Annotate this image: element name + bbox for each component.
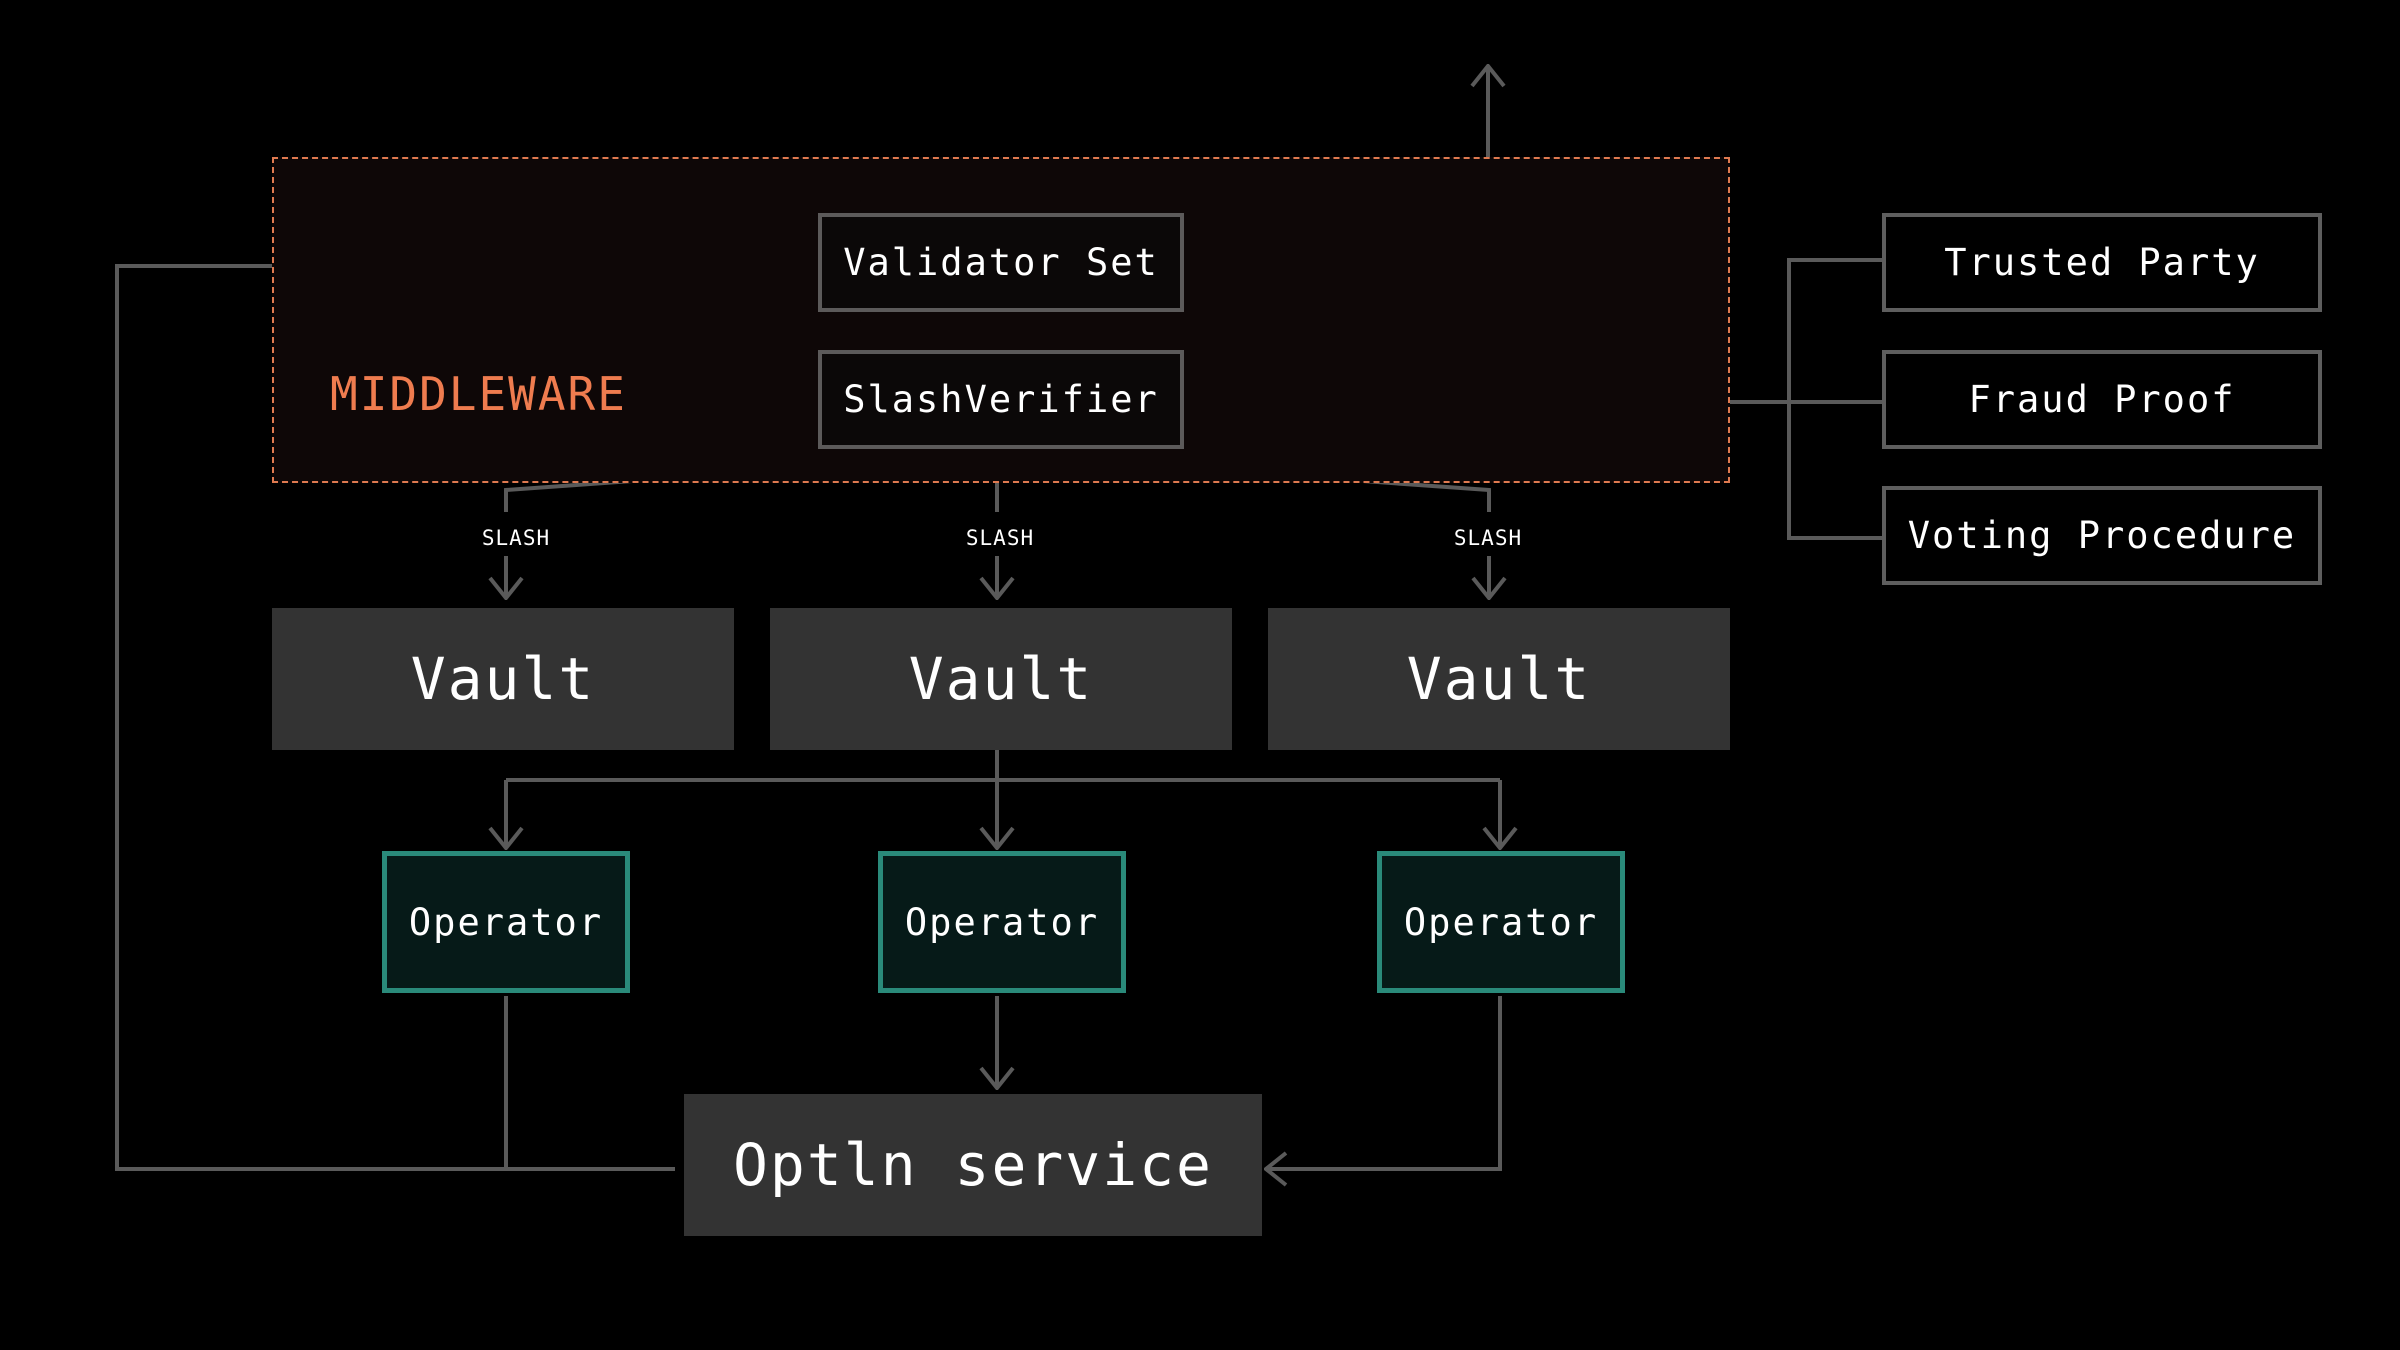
validator-set-box[interactable]: Validator Set (818, 213, 1184, 312)
operator-box-1[interactable]: Operator (382, 851, 630, 993)
middleware-label: MIDDLEWARE (330, 367, 627, 421)
vault-box-3[interactable]: Vault (1268, 608, 1730, 750)
slash-label-1: SLASH (481, 526, 551, 550)
operator-box-3[interactable]: Operator (1377, 851, 1625, 993)
slash-label-3: SLASH (1453, 526, 1523, 550)
voting-procedure-box[interactable]: Voting Procedure (1882, 486, 2322, 585)
fraud-proof-box[interactable]: Fraud Proof (1882, 350, 2322, 449)
slash-label-2: SLASH (965, 526, 1035, 550)
vault-box-2[interactable]: Vault (770, 608, 1232, 750)
operator-box-2[interactable]: Operator (878, 851, 1126, 993)
optin-service-box[interactable]: Optln service (684, 1094, 1262, 1236)
vault-box-1[interactable]: Vault (272, 608, 734, 750)
slash-verifier-box[interactable]: SlashVerifier (818, 350, 1184, 449)
operator-right-to-service (1266, 996, 1502, 1169)
trusted-party-box[interactable]: Trusted Party (1882, 213, 2322, 312)
sources-bracket-line (1787, 258, 1886, 540)
